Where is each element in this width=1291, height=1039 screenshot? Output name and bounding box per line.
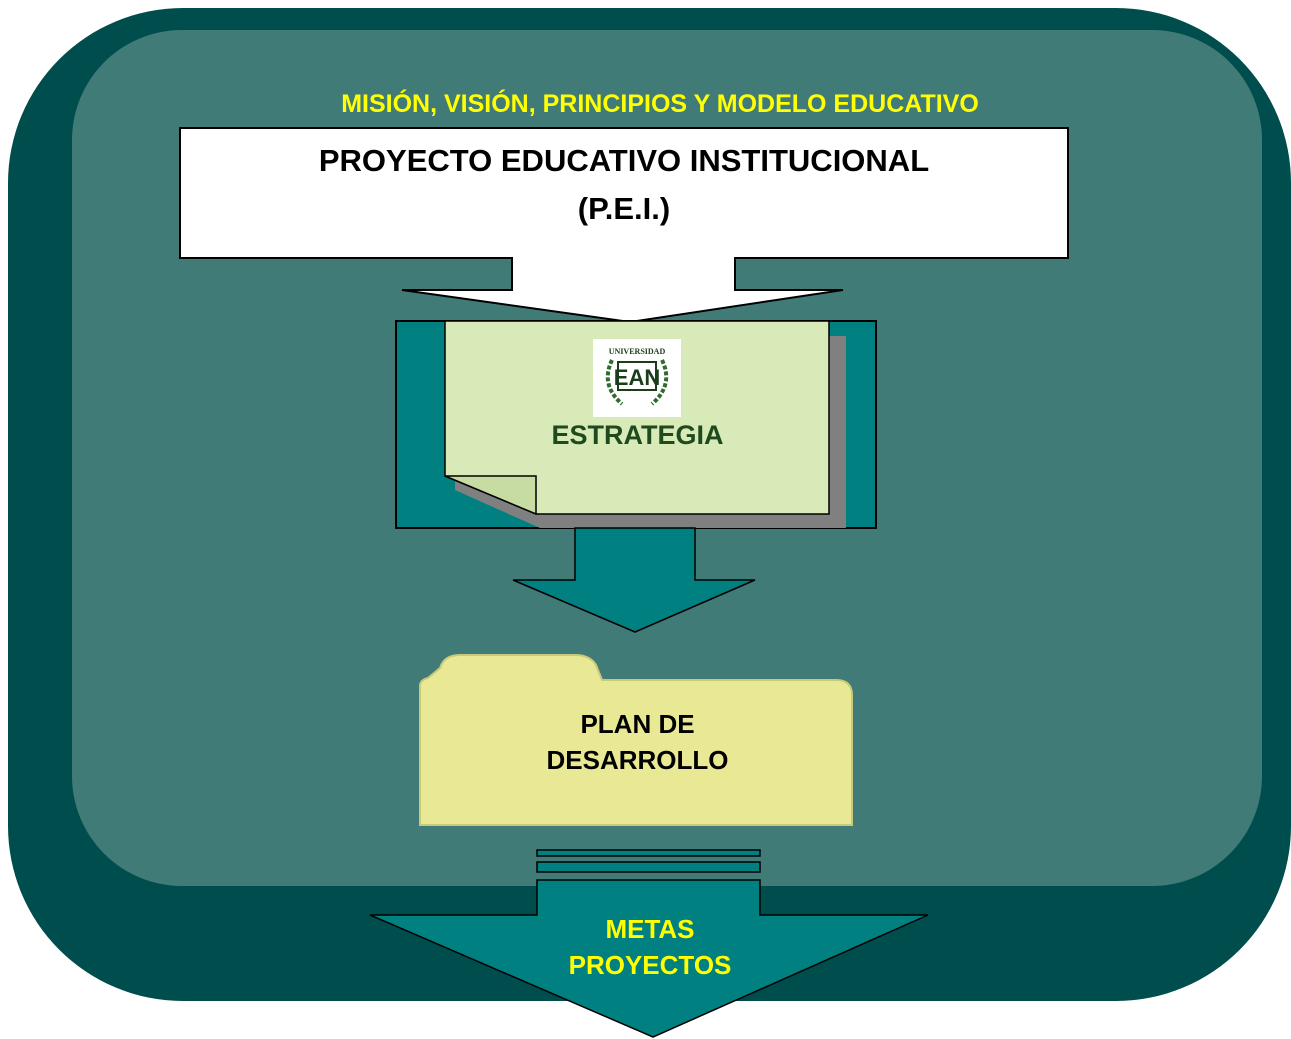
arrow-strategy-to-plan	[512, 527, 756, 633]
strategy-card	[444, 320, 830, 515]
pei-callout-box	[179, 127, 1069, 324]
pei-title-line1: PROYECTO EDUCATIVO INSTITUCIONAL	[318, 143, 930, 178]
connector-bar-bottom	[536, 861, 761, 873]
ean-logo-top-text: UNIVERSIDAD	[609, 347, 666, 356]
metas-proyectos-arrow	[369, 879, 929, 1038]
output-label: METAS PROYECTOS	[450, 911, 850, 983]
strategy-card-fold	[444, 475, 537, 516]
plan-label-line2: DESARROLLO	[546, 745, 729, 775]
header-title: MISIÓN, VISIÓN, PRINCIPIOS Y MODELO EDUC…	[341, 90, 979, 118]
ean-logo: UNIVERSIDAD EAN	[593, 339, 681, 417]
ean-logo-main-text: EAN	[614, 365, 660, 390]
pei-title-line2: (P.E.I.)	[577, 191, 671, 226]
strategy-label: ESTRATEGIA	[551, 420, 724, 450]
laurel-left-icon	[605, 359, 624, 406]
plan-label-line1: PLAN DE	[580, 709, 695, 739]
plan-label: PLAN DE DESARROLLO	[420, 706, 855, 778]
plan-folder	[419, 654, 853, 826]
laurel-right-icon	[650, 359, 669, 406]
output-label-line1: METAS	[605, 914, 695, 944]
output-label-line2: PROYECTOS	[568, 950, 732, 980]
connector-bar-top	[536, 849, 761, 857]
